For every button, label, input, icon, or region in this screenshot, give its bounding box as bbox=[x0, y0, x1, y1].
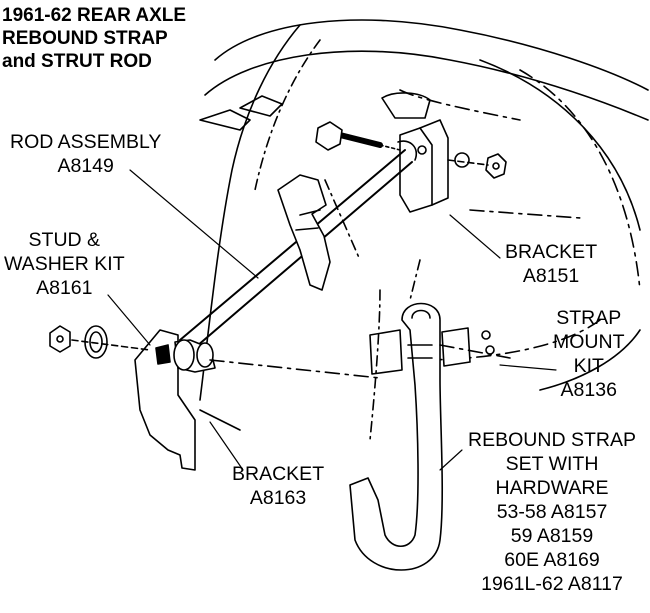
rebound-strap-name-3: HARDWARE bbox=[495, 477, 609, 499]
stud-washer-name-1: STUD & bbox=[28, 229, 101, 251]
callout-rebound-strap-set: REBOUND STRAP SET WITH HARDWARE 53-58 A8… bbox=[462, 428, 642, 596]
rod-assembly-part: A8149 bbox=[57, 155, 114, 177]
callout-bracket-a8151: BRACKET A8151 bbox=[505, 240, 597, 288]
rebound-strap-part-4: 1961L-62 A8117 bbox=[481, 573, 623, 595]
callout-strap-mount-kit: STRAP MOUNT KIT A8136 bbox=[553, 306, 625, 402]
bracket-a8163-part: A8163 bbox=[249, 487, 307, 509]
title-line-1: 1961-62 REAR AXLE bbox=[2, 5, 187, 26]
rebound-strap-part-2: 59 A8159 bbox=[510, 525, 594, 547]
bracket-a8151-part: A8151 bbox=[522, 265, 580, 287]
rod-assembly-name: ROD ASSEMBLY bbox=[10, 131, 162, 153]
title-line-3: and STRUT ROD bbox=[2, 51, 152, 72]
rebound-strap-drawing bbox=[349, 259, 511, 571]
clamp-drawing bbox=[277, 174, 361, 291]
bracket-a8163-drawing bbox=[49, 325, 381, 471]
rebound-strap-part-1: 53-58 A8157 bbox=[496, 501, 608, 523]
leader-lines bbox=[107, 169, 557, 471]
strap-mount-name-2: MOUNT bbox=[553, 331, 625, 353]
bracket-a8151-name: BRACKET bbox=[505, 241, 598, 263]
callout-bracket-a8163: BRACKET A8163 bbox=[232, 462, 324, 510]
title-line-2: REBOUND STRAP bbox=[2, 28, 168, 49]
callout-rod-assembly: ROD ASSEMBLY A8149 bbox=[10, 130, 161, 178]
stud-washer-name-2: WASHER KIT bbox=[4, 253, 125, 275]
rebound-strap-part-3: 60E A8169 bbox=[504, 549, 600, 571]
frame-outline bbox=[199, 19, 649, 401]
strap-mount-part: A8136 bbox=[560, 379, 617, 401]
diagram-title: 1961-62 REAR AXLE REBOUND STRAP and STRU… bbox=[2, 4, 186, 73]
rebound-strap-name-2: SET WITH bbox=[505, 453, 599, 475]
stud-washer-part: A8161 bbox=[36, 277, 93, 299]
strap-mount-name-3: KIT bbox=[573, 355, 604, 377]
strap-mount-name-1: STRAP bbox=[556, 307, 622, 329]
callout-stud-washer-kit: STUD & WASHER KIT A8161 bbox=[4, 228, 125, 300]
bracket-a8163-name: BRACKET bbox=[232, 463, 325, 485]
strut-rod-drawing bbox=[179, 140, 417, 353]
rebound-strap-name-1: REBOUND STRAP bbox=[468, 429, 636, 451]
bracket-a8151-drawing bbox=[315, 92, 581, 219]
